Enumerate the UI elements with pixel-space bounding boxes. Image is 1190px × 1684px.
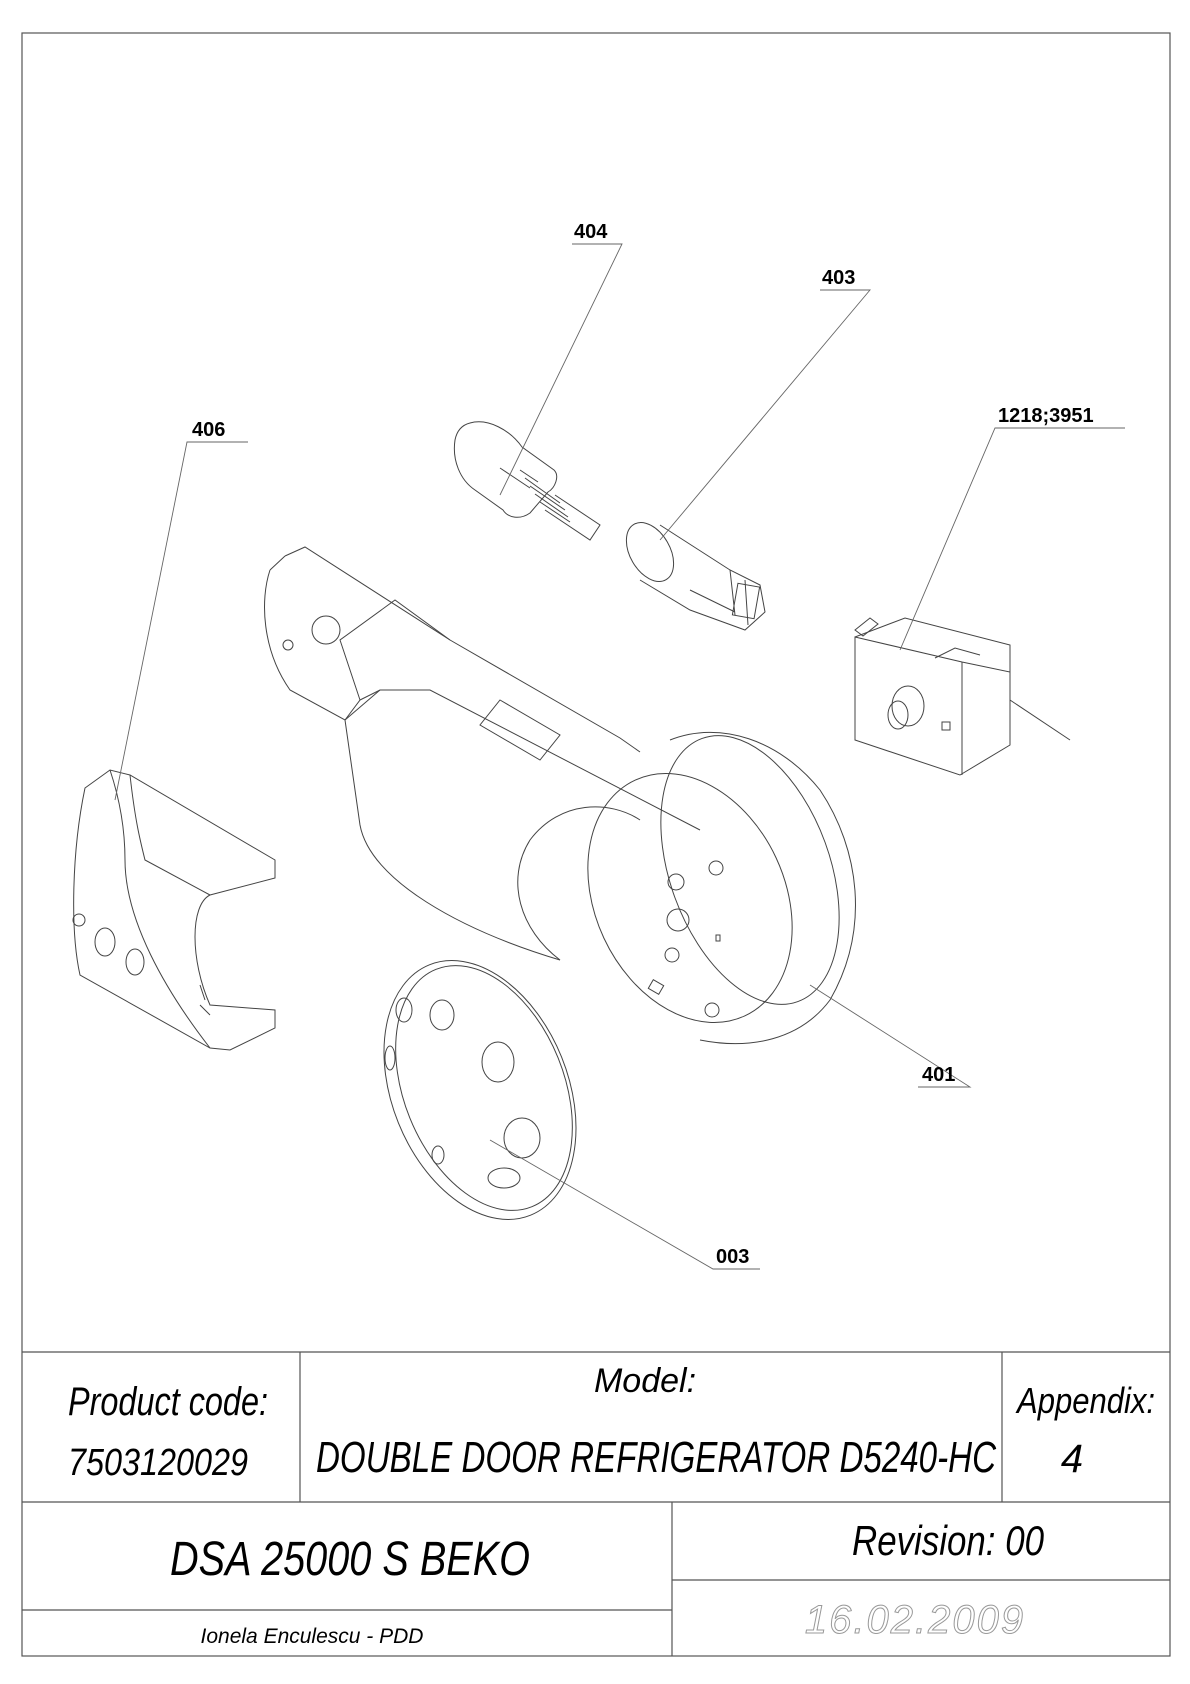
product-code-value: 7503120029 [68, 1442, 248, 1484]
callout-404: 404 [574, 221, 608, 243]
part-003-diffuser [383, 960, 577, 1220]
leader-403 [659, 289, 871, 541]
date: 16.02.2009 [805, 1598, 1025, 1642]
sheet-border [21, 32, 1171, 1657]
part-406-lamp-cover [72, 769, 276, 1051]
exploded-view [72, 421, 1071, 1220]
callout-401: 401 [922, 1064, 955, 1086]
series-name: DSA 25000 S BEKO [170, 1533, 530, 1586]
title-block-grid [22, 1351, 1170, 1656]
leader-406 [114, 441, 248, 801]
leader-003 [489, 1139, 760, 1270]
author: Ionela Enculescu - PDD [201, 1625, 424, 1648]
appendix-value: 4 [1061, 1437, 1083, 1481]
callout-406: 406 [192, 419, 225, 441]
product-code-label: Product code: [68, 1380, 268, 1424]
part-401-lamp-housing [264, 546, 856, 1045]
leader-lines [114, 243, 1125, 1270]
appendix-label: Appendix: [1015, 1380, 1155, 1421]
model-name: DOUBLE DOOR REFRIGERATOR D5240-HC [316, 1433, 997, 1482]
leader-404 [499, 243, 623, 496]
part-1218-thermostat [854, 617, 1071, 776]
revision-label: Revision: 00 [852, 1517, 1045, 1564]
leader-1218 [899, 427, 1125, 651]
callout-003: 003 [716, 1246, 749, 1268]
callout-403: 403 [822, 267, 855, 289]
model-label: Model: [594, 1362, 696, 1400]
callout-1218-3951: 1218;3951 [998, 405, 1094, 427]
part-404-bulb [453, 421, 601, 541]
part-403-lamp-holder [625, 522, 766, 631]
leader-401 [809, 984, 972, 1088]
